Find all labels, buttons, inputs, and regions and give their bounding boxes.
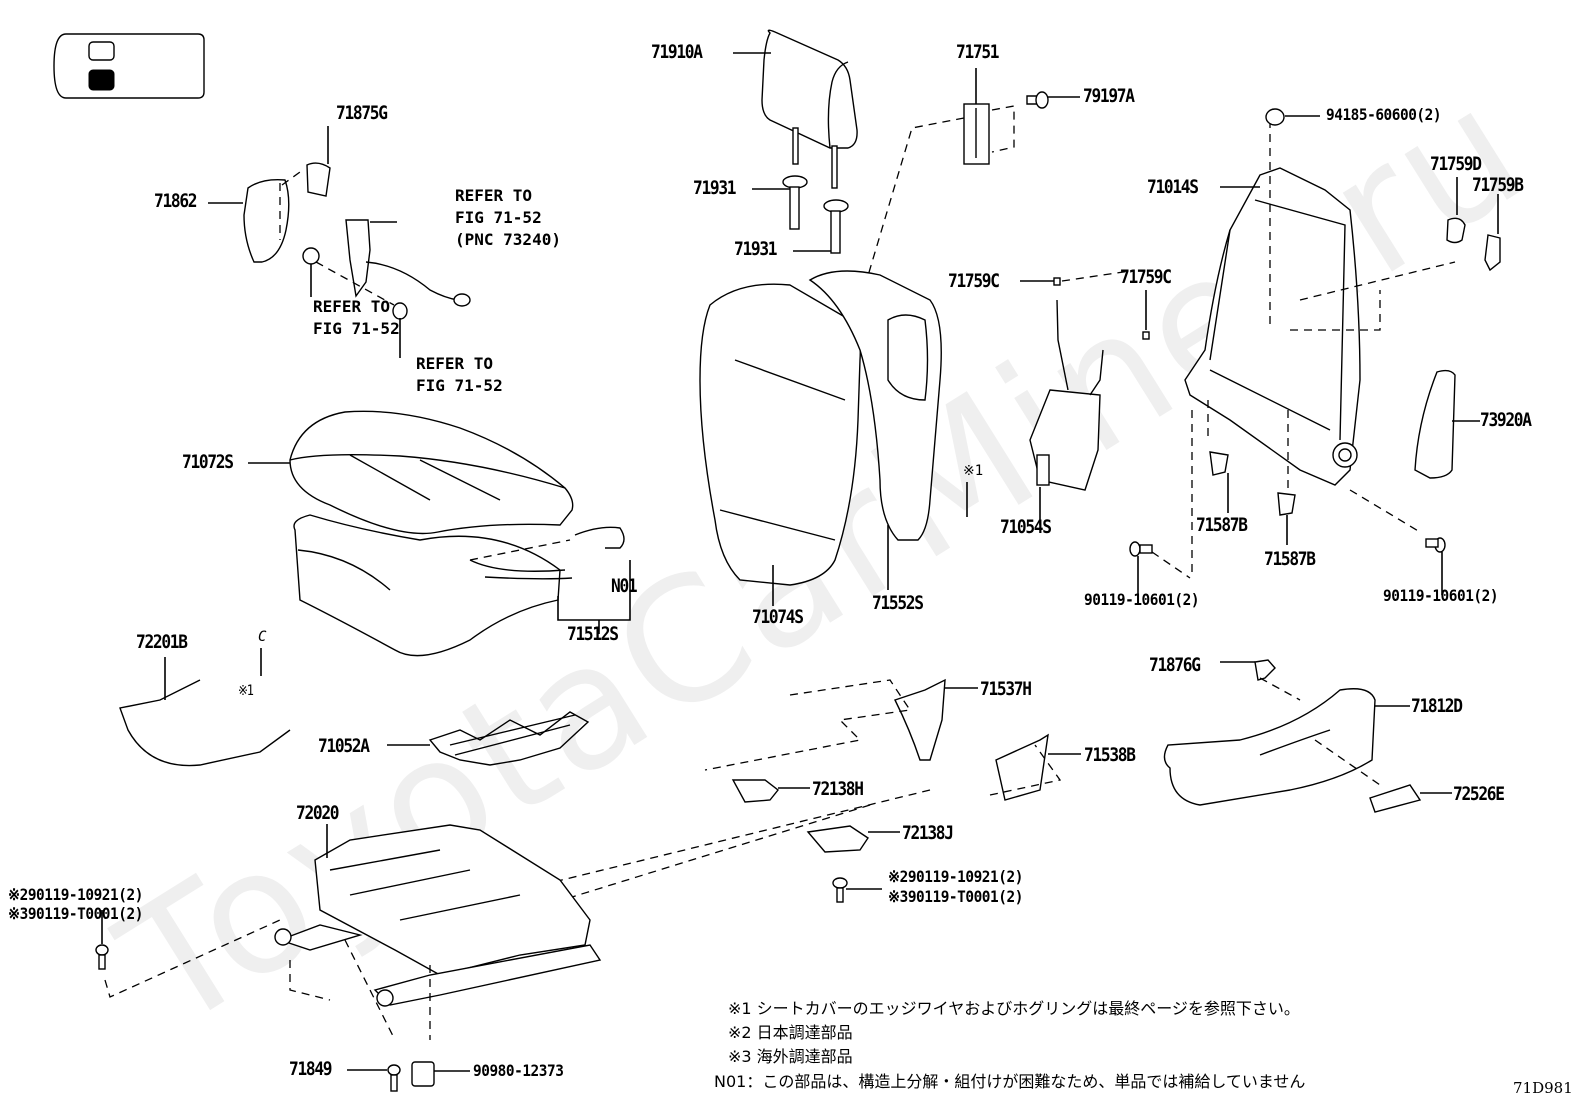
refer-label-buckle-line3: (PNC 73240) [455, 230, 561, 249]
part-label: 71537H [980, 678, 1032, 700]
part-label: ※290119-10921(2) [888, 867, 1023, 886]
figure-id: 71D981 [1513, 1079, 1573, 1097]
bottom-hardware-drawing [347, 1061, 470, 1092]
seat-spring-drawing [387, 711, 590, 766]
part-label: 72201B [136, 631, 188, 653]
part-label: 71876G [1149, 654, 1201, 676]
refer-label-washer-left-line1: REFER TO [313, 297, 391, 316]
bracket-71751-drawing [824, 68, 1080, 421]
part-label: 90119-10601(2) [1383, 586, 1499, 605]
white-square-icon [88, 41, 115, 61]
refer-label-buckle-line2: FIG 71-52 [455, 208, 542, 227]
part-label: 71759B [1472, 174, 1524, 196]
part-label: 71812D [1411, 695, 1463, 717]
part-label: 71587B [1196, 514, 1248, 536]
side-airbag-drawing [1414, 369, 1480, 479]
lumbar-support-drawing: ※1 [963, 270, 1150, 525]
inner-covers-drawing [464, 678, 1081, 931]
part-label: 71759C [948, 270, 1000, 292]
part-label: 71931 [693, 177, 737, 199]
part-label: 94185-60600(2) [1326, 105, 1442, 124]
refer-label-washer-right-line2: FIG 71-52 [416, 376, 503, 395]
part-label: 71538B [1084, 744, 1136, 766]
side-cover-drawing [1163, 659, 1452, 813]
seatback-frame-drawing [1184, 120, 1456, 486]
part-label: 72138J [902, 822, 954, 844]
part-label: 71862 [154, 190, 198, 212]
refer-label-buckle-line1: REFER TO [455, 186, 533, 205]
part-label: 71054S [1000, 516, 1052, 538]
part-label: 79197A [1083, 85, 1135, 107]
part-label: 71751 [956, 41, 1000, 63]
footnote-1: ※1 シートカバーのエッジワイヤおよびホグリングは最終ページを参照下さい。 [728, 999, 1300, 1018]
svg-text:C: C [258, 629, 267, 645]
clip-drawing [1191, 400, 1296, 577]
part-label: ※390119-T0001(2) [888, 887, 1023, 906]
part-label: 71910A [651, 41, 703, 63]
footnote-2: ※2 日本調達部品 [728, 1023, 853, 1042]
left-bolt-drawing [95, 910, 281, 998]
part-label: 71587B [1264, 548, 1316, 570]
part-label: 71759C [1120, 266, 1172, 288]
footnote-3: ※3 海外調達部品 [728, 1047, 853, 1066]
seatback-drawing [699, 270, 942, 606]
part-label: 71052A [318, 735, 370, 757]
part-label: 90119-10601(2) [1084, 590, 1200, 609]
part-label: 90980-12373 [473, 1061, 564, 1080]
part-label: 71072S [182, 451, 234, 473]
part-label: 71849 [289, 1058, 333, 1080]
part-label: N01 [611, 575, 638, 597]
part-label: 72526E [1453, 783, 1505, 805]
part-label: 71552S [872, 592, 924, 614]
part-label: 71875G [336, 102, 388, 124]
part-label: ※390119-T0001(2) [8, 904, 143, 923]
seat-frame-drawing [274, 824, 602, 1041]
bolt-90119-10601-drawing [1129, 489, 1446, 595]
note-marker: ※1 [238, 683, 254, 699]
headrest-support-drawing [752, 175, 849, 254]
part-label: ※290119-10921(2) [8, 885, 143, 904]
edge-wire-drawing: C [119, 629, 291, 767]
refer-label-washer-right-line1: REFER TO [416, 354, 494, 373]
svg-text:※1: ※1 [963, 463, 983, 479]
part-label: 72138H [812, 778, 864, 800]
part-label: 71074S [752, 606, 804, 628]
part-label: 72020 [296, 802, 340, 824]
headrest-drawing [733, 29, 858, 189]
mid-bolt-drawing [832, 877, 882, 903]
part-label: 71014S [1147, 176, 1199, 198]
part-label: 73920A [1480, 409, 1532, 431]
part-label: 71931 [734, 238, 778, 260]
legend-box [53, 33, 205, 99]
footnote-n01: N01：この部品は、構造上分解・組付けが困難なため、単品では補給していません [714, 1072, 1306, 1091]
part-label: 71759D [1430, 153, 1482, 175]
black-square-icon [88, 69, 115, 91]
hardware-upper-right-drawing [1265, 108, 1501, 272]
belt-cover-drawing [208, 126, 471, 358]
seat-cushion-drawing [248, 410, 631, 657]
part-label: 71512S [567, 623, 619, 645]
refer-label-washer-left-line2: FIG 71-52 [313, 319, 400, 338]
